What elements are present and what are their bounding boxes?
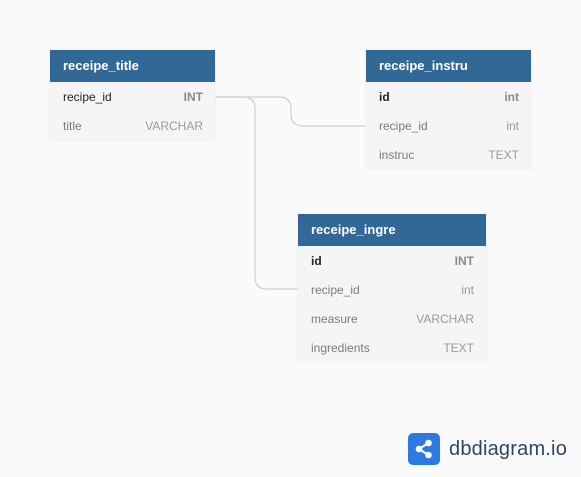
column-type: VARCHAR [145,118,203,133]
column-type: int [504,89,519,104]
brand-name: dbdiagram.io [449,437,568,460]
column-row[interactable]: recipe_id int [298,275,486,304]
column-row[interactable]: recipe_id int [366,111,531,140]
column-name: id [311,253,322,268]
column-type: int [461,282,474,297]
column-name: recipe_id [311,282,360,297]
column-name: measure [311,311,358,326]
brand-logo[interactable]: dbdiagram.io [408,433,567,465]
column-row[interactable]: recipe_id INT [50,82,215,111]
table-header[interactable]: receipe_instru [366,50,531,82]
column-row[interactable]: measure VARCHAR [298,304,486,333]
connector-title-to-ingre [215,96,298,290]
table-header[interactable]: receipe_ingre [298,214,486,246]
column-name: title [63,118,82,133]
column-type: TEXT [488,147,519,162]
column-row[interactable]: ingredients TEXT [298,333,486,362]
share-icon [408,433,440,465]
column-row[interactable]: id INT [298,246,486,275]
column-row[interactable]: instruc TEXT [366,140,531,169]
column-name: recipe_id [379,118,428,133]
table-header[interactable]: receipe_title [50,50,215,82]
column-type: VARCHAR [416,311,474,326]
connector-title-to-instru [215,96,366,127]
column-name: recipe_id [63,89,112,104]
table-receipe-instru[interactable]: receipe_instru id int recipe_id int inst… [366,50,531,169]
column-row[interactable]: id int [366,82,531,111]
column-type: INT [454,253,474,268]
column-type: TEXT [443,340,474,355]
column-name: id [379,89,390,104]
column-row[interactable]: title VARCHAR [50,111,215,140]
table-receipe-title[interactable]: receipe_title recipe_id INT title VARCHA… [50,50,215,140]
column-name: ingredients [311,340,370,355]
column-type: INT [183,89,203,104]
column-type: int [506,118,519,133]
table-receipe-ingre[interactable]: receipe_ingre id INT recipe_id int measu… [298,214,486,362]
column-name: instruc [379,147,415,162]
